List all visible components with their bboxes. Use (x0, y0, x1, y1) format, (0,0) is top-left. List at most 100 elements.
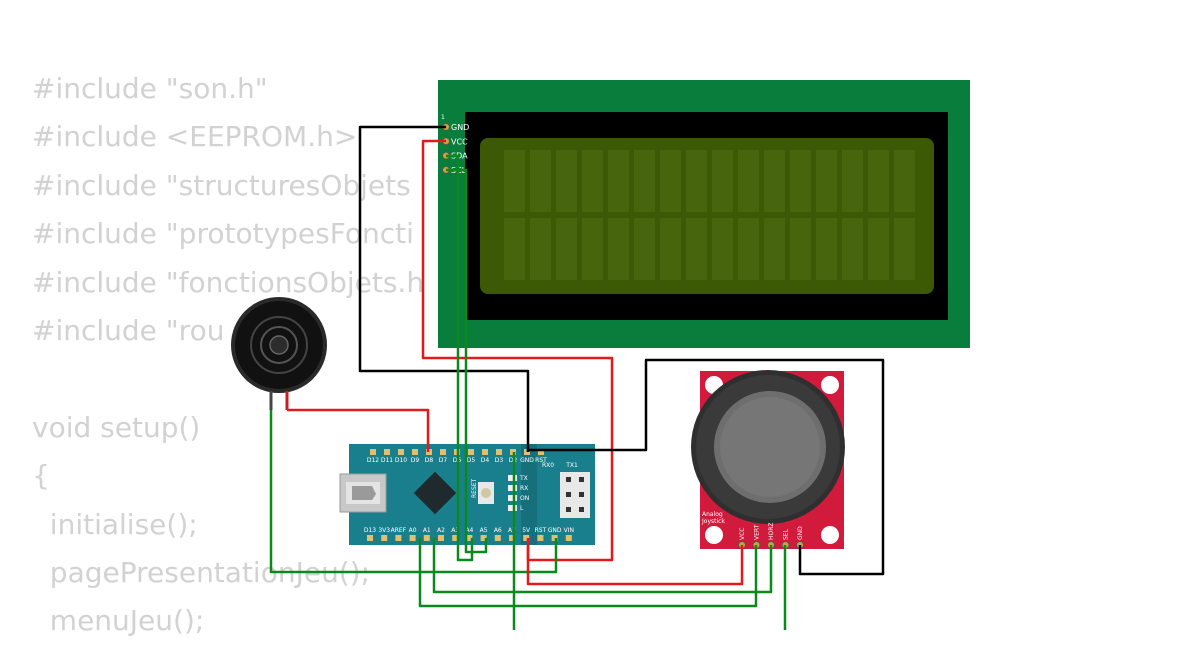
nano-pin[interactable] (537, 535, 544, 541)
nano-pin-label: 3V3 (378, 527, 390, 534)
nano-pin[interactable] (480, 535, 487, 541)
lcd-cell (686, 150, 707, 212)
wire-buzzer-neg (269, 410, 558, 574)
code-line: #include <EEPROM.h> (32, 120, 358, 154)
lcd-cell (686, 218, 707, 280)
nano-pin-label: GND (520, 457, 534, 464)
lcd-cell (504, 218, 525, 280)
lcd-cell (660, 150, 681, 212)
nano-pin[interactable] (412, 449, 418, 455)
nano-pin-label: D12 (367, 457, 379, 464)
code-line: #include "structuresObjets (32, 168, 411, 202)
nano-pin-label: VIN (564, 527, 574, 534)
nano-pin[interactable] (384, 449, 390, 455)
lcd-cell (764, 150, 785, 212)
nano-pin[interactable] (438, 535, 444, 541)
code-background: #include "son.h"#include <EEPROM.h>#incl… (32, 70, 424, 651)
mcu-chip (413, 471, 457, 515)
lcd-cell (504, 150, 525, 212)
lcd-pin-label: SDA (451, 152, 468, 161)
nano-pin-label: RST (535, 527, 547, 534)
lcd-cell (634, 218, 655, 280)
nano-led-label: ON (520, 495, 529, 502)
nano-pin[interactable] (381, 535, 388, 541)
nano-pin-label: A0 (409, 527, 417, 534)
lcd-pin-label: VCC (451, 137, 468, 146)
code-line: #include "prototypesFoncti (32, 217, 414, 251)
nano-pin[interactable] (538, 449, 544, 455)
lcd-cell (582, 150, 603, 212)
joystick-pin-label: VERT (754, 524, 761, 540)
nano-led (508, 505, 517, 511)
nano-pin-label: D8 (425, 457, 434, 464)
lcd-cell (712, 150, 733, 212)
nano-pin-label: D13 (364, 527, 376, 534)
lcd-cell (816, 150, 837, 212)
piezo-buzzer[interactable] (231, 297, 327, 410)
nano-pin[interactable] (482, 449, 488, 455)
lcd-cell (582, 218, 603, 280)
nano-pin-label: A4 (465, 527, 473, 534)
wires (269, 125, 885, 630)
joystick-label-1: Analog (702, 511, 723, 518)
lcd-cell (790, 218, 811, 280)
nano-pin[interactable] (440, 449, 446, 455)
nano-pin[interactable] (409, 535, 416, 541)
nano-pin-label: D5 (467, 457, 476, 464)
nano-pin-label: A2 (437, 527, 445, 534)
nano-pin[interactable] (395, 535, 402, 541)
nano-pin[interactable] (468, 449, 474, 455)
nano-pin[interactable] (494, 535, 501, 541)
nano-pin[interactable] (523, 535, 530, 541)
wire-joy-gnd (526, 358, 885, 576)
lcd-cell (530, 218, 551, 280)
icsp-header (560, 472, 590, 518)
lcd-cell (660, 218, 681, 280)
joystick-pin-label: SEL (783, 528, 790, 540)
nano-pin-label: RX0 (542, 462, 554, 469)
nano-pin[interactable] (565, 535, 572, 541)
wire-joy-vert (418, 538, 758, 608)
nano-led (508, 485, 517, 491)
nano-pin-label: A5 (480, 527, 488, 534)
nano-pin-label: RST (535, 457, 547, 464)
nano-pin[interactable] (367, 535, 373, 541)
reset-label: RESET (471, 478, 478, 498)
nano-pin-label: A3 (451, 527, 459, 534)
code-line: void setup() (32, 410, 201, 444)
nano-pin[interactable] (398, 449, 404, 455)
nano-pin-label: D9 (411, 457, 420, 464)
lcd-cell (634, 150, 655, 212)
lcd-cell (868, 150, 889, 212)
code-line: { (32, 459, 50, 493)
wire-joy-vcc (526, 545, 744, 586)
nano-pin[interactable] (509, 535, 515, 541)
nano-pin-label: D3 (495, 457, 504, 464)
nano-pin[interactable] (466, 535, 473, 541)
lcd-cell (764, 218, 785, 280)
nano-pin-label: D7 (439, 457, 448, 464)
nano-pin[interactable] (452, 535, 459, 541)
nano-pin-label: AREF (391, 527, 407, 534)
nano-pin-label: D4 (481, 457, 490, 464)
nano-pin[interactable] (496, 449, 502, 455)
nano-pin[interactable] (370, 449, 376, 455)
nano-pin-label: GND (548, 527, 562, 534)
nano-pin-label: A6 (494, 527, 502, 534)
joystick-pin-label: GND (797, 526, 804, 540)
nano-pin[interactable] (551, 535, 558, 541)
wire-lcd-scl (446, 168, 488, 554)
joystick-label-2: Joystick (701, 518, 725, 525)
wire-lcd-gnd (358, 125, 530, 452)
nano-pin[interactable] (423, 535, 430, 541)
lcd-cell (738, 150, 759, 212)
nano-led-label: TX (519, 475, 528, 482)
lcd-cell (738, 218, 759, 280)
joystick-pin-label: VCC (739, 528, 746, 540)
